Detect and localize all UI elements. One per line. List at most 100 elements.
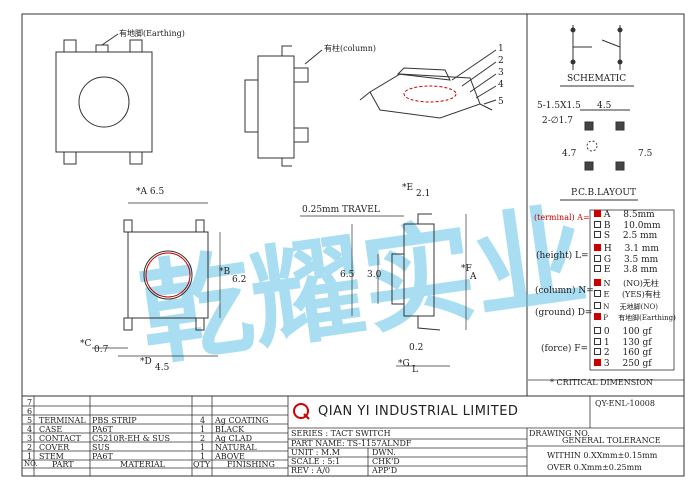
tolerance-title: GENERAL TOLERANCE [562, 436, 661, 445]
bom-qty: 1 [200, 443, 206, 452]
dim-b: *B [219, 267, 231, 277]
height-options: H 3.1 mm G 3.5 mm E 3.8 mm [594, 244, 659, 276]
bom-material: PA6T [92, 425, 113, 434]
column-label: 有柱(column) [324, 44, 376, 53]
dwn-label: DWN. [372, 448, 396, 457]
pcb-dim-pad: 5-1.5X1.5 [537, 101, 581, 111]
tolerance-over: OVER 0.Xmm±0.25mm [547, 463, 642, 472]
bom-finish: NATURAL [215, 443, 257, 452]
option-row: A 8.5mm [594, 210, 660, 221]
bom-qty: 4 [200, 416, 206, 425]
pcb-layout-title: P.C.B.LAYOUT [571, 188, 637, 198]
option-row: P 有地脚(Earthing) [594, 312, 676, 324]
terminal-options: A 8.5mm B 10.0mm S 2.5 mm [594, 210, 660, 242]
dim-f: *F [461, 264, 472, 274]
option-row: 0 100 gf [594, 327, 652, 338]
drawing-no-label: DRAWING NO. [529, 429, 590, 438]
series-label: SERIES : TACT SWITCH [291, 429, 391, 438]
bom-qty: 1 [200, 425, 206, 434]
bom-finish: Ag COATING [215, 416, 269, 425]
front-view [92, 202, 221, 357]
schematic-title: SCHEMATIC [567, 74, 627, 84]
force-label: (force) F= [541, 344, 589, 354]
rev-label: REV : A/0 [291, 466, 330, 475]
bom-material: SUS [92, 443, 110, 452]
iso-view [359, 49, 497, 119]
option-row: N 无地脚(NO) [594, 302, 676, 313]
bom-header-finishing: FINISHING [227, 460, 275, 469]
option-row: B 10.0mm [594, 220, 660, 232]
schematic-symbol [560, 25, 634, 87]
height-label: (height) L= [536, 251, 589, 261]
travel-label: 0.25mm TRAVEL [302, 205, 380, 215]
option-row: 1 130 gf [594, 337, 652, 349]
option-row: H 3.1 mm [594, 244, 659, 255]
scale-label: SCALE : 5:1 [291, 457, 341, 466]
bom-material: PBS STRIP [92, 416, 137, 425]
column-option-label: (column) N= [535, 286, 594, 296]
bom-no: 4 [27, 425, 33, 434]
force-options: 0 100 gf 1 130 gf 2 160 gf 3 250 gf [594, 327, 652, 369]
option-row: S 2.5 mm [594, 231, 660, 242]
dim-d: *D [140, 357, 152, 367]
bom-header-material: MATERIAL [120, 460, 165, 469]
critical-dimension-note: * CRITICAL DIMENSION [550, 378, 653, 387]
bom-header-part: PART [52, 460, 74, 469]
dim-e: *E [402, 183, 414, 193]
bom-part: CASE [39, 425, 63, 434]
bom-part: CONTACT [39, 434, 81, 443]
drawing-no-value: QY-ENL-10008 [595, 399, 655, 408]
bom-no: 1 [27, 452, 33, 461]
unit-label: UNIT : M.M [291, 448, 340, 457]
dim-c-value: 0.7 [94, 345, 109, 355]
pcb-dim-width: 4.5 [597, 101, 612, 111]
options-grid [528, 209, 684, 381]
bom-finish: BLACK [215, 425, 245, 434]
dim-3-0: 3.0 [367, 270, 382, 280]
pcb-dim-4-7: 4.7 [562, 149, 577, 159]
dim-g-value: L [412, 365, 418, 375]
ground-options: N 无地脚(NO) P 有地脚(Earthing) [594, 302, 676, 323]
bom-material: PA6T [92, 452, 113, 461]
column-options: N (NO)无柱 E (YES)有柱 [594, 279, 661, 300]
bom-part: STEM [39, 452, 64, 461]
top-view [55, 33, 153, 165]
bom-finish: Ag CLAD [215, 434, 253, 443]
dim-b-value: 6.2 [232, 275, 247, 285]
pcb-dim-hole: 2-∅1.7 [542, 116, 573, 126]
watermark: 乾耀实业 [132, 190, 594, 382]
option-row: E (YES)有柱 [594, 289, 661, 301]
appd-label: APP'D [372, 466, 398, 475]
dim-6-5: 6.5 [340, 270, 355, 280]
option-row: 3 250 gf [594, 358, 652, 370]
bom-finish: ABOVE [215, 452, 245, 461]
bom-qty: 1 [200, 452, 206, 461]
option-row: E 3.8 mm [594, 265, 659, 276]
part-num: 1 [498, 44, 504, 54]
bom-part: TERMINAL [39, 416, 86, 425]
option-row: N (NO)无柱 [594, 279, 661, 290]
bom-part: COVER [39, 443, 70, 452]
option-row: G 3.5 mm [594, 254, 659, 266]
ground-label: (ground) D= [535, 308, 593, 318]
bom-header-qty: QTY [193, 460, 211, 469]
dim-a: *A 6.5 [136, 187, 165, 197]
bom-no: 2 [27, 443, 33, 452]
part-num: 5 [498, 97, 504, 107]
bom-no: 5 [27, 416, 33, 425]
side-view [244, 45, 323, 167]
dim-0-2: 0.2 [409, 343, 424, 353]
chkd-label: CHK'D [372, 457, 400, 466]
tolerance-within: WITHIN 0.XXmm±0.15mm [547, 451, 658, 460]
dim-g: *G [398, 359, 410, 369]
bom-material: C5210R-EH & SUS [92, 434, 170, 443]
bom-no: 3 [27, 434, 33, 443]
company-name: QIAN YI INDUSTRIAL LIMITED [318, 404, 519, 419]
bom-grid [22, 396, 684, 476]
earthing-label: 有地脚(Earthing) [119, 29, 185, 38]
bom-no: 7 [27, 398, 33, 407]
dim-f-value: A [470, 272, 477, 282]
part-num: 3 [498, 68, 504, 78]
